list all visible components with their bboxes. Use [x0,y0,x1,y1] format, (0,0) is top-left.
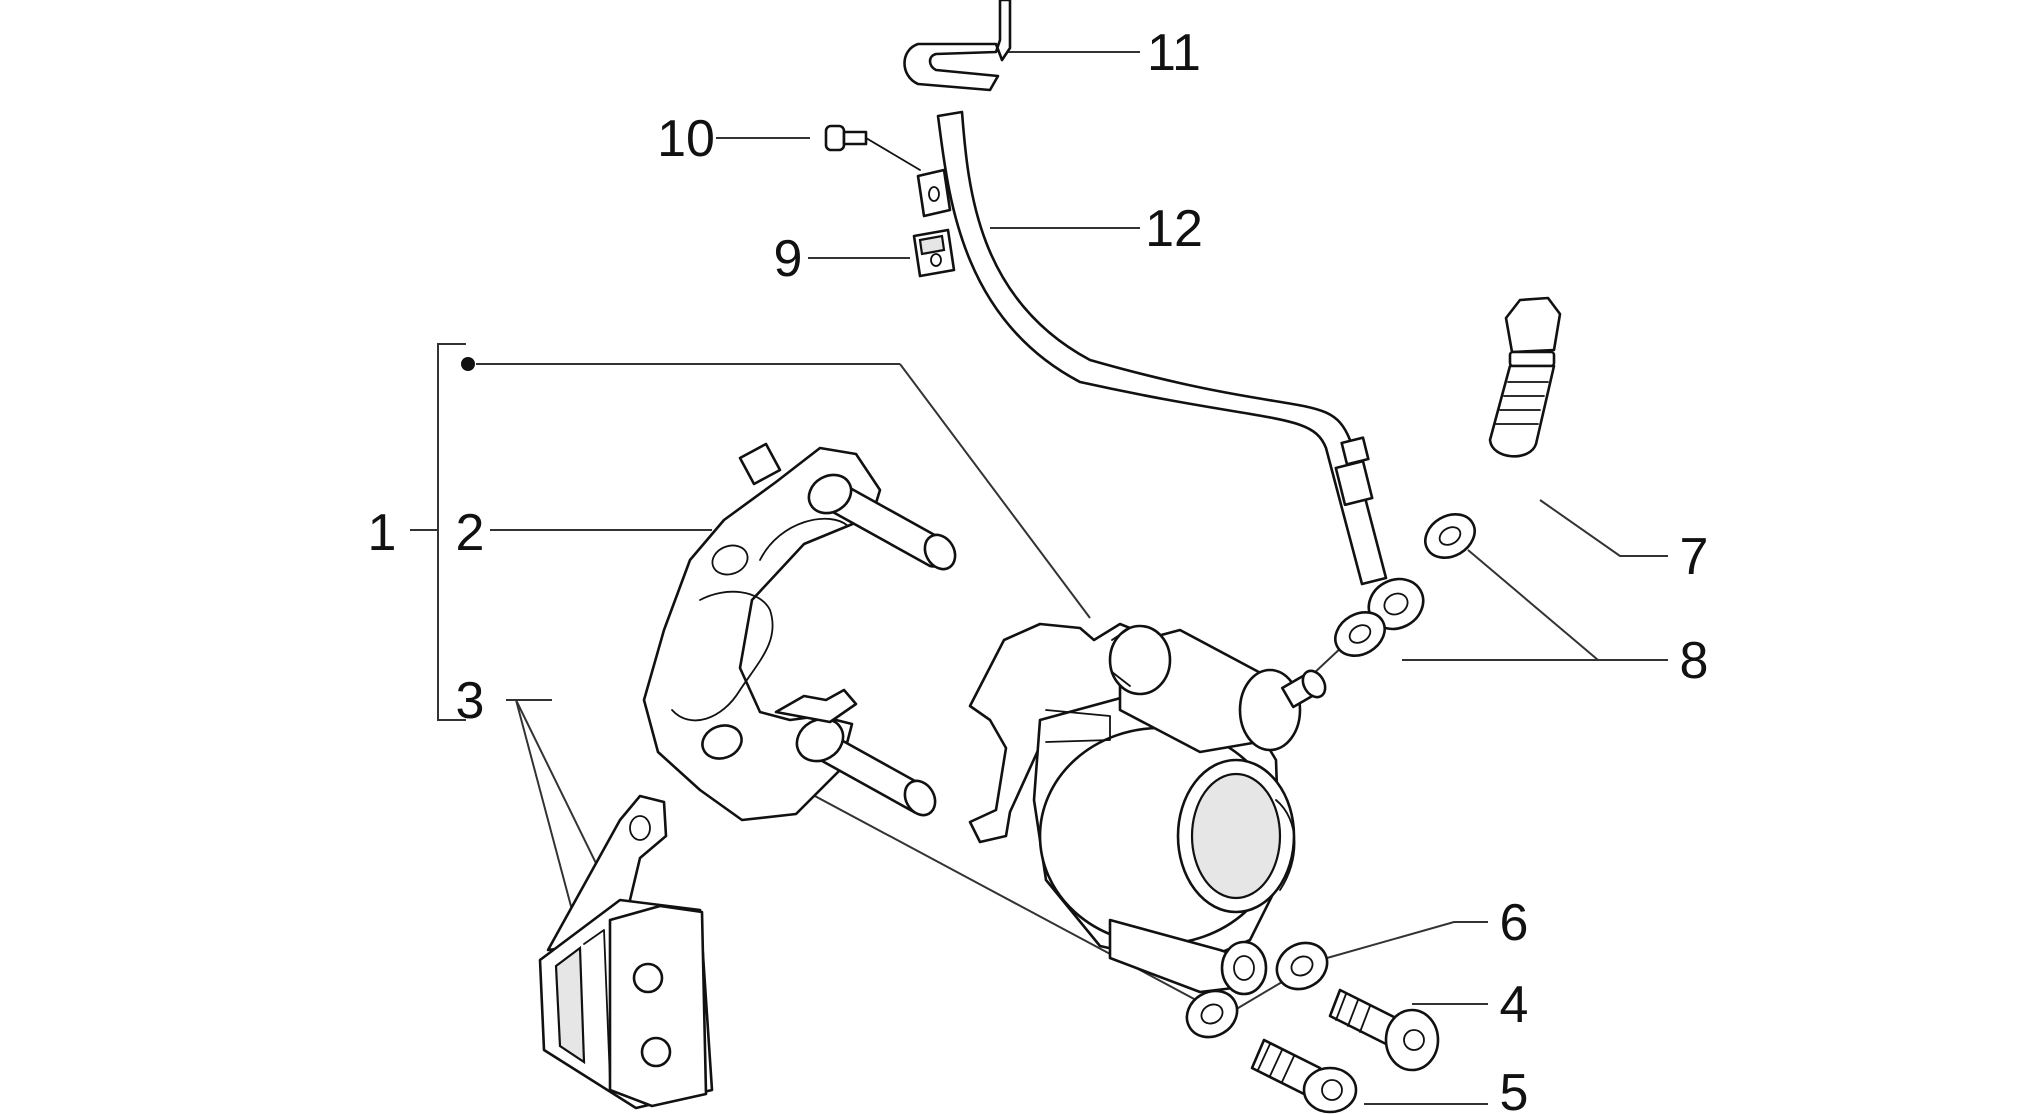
hose-clip-part-11 [903,0,1012,92]
callout-3: 3 [456,672,485,730]
callout-8: 8 [1680,632,1709,690]
callout-2: 2 [456,504,485,562]
bolt-part-5 [1250,1038,1358,1114]
callout-4: 4 [1500,976,1529,1034]
callout-11: 11 [1147,24,1201,82]
callout-5: 5 [1500,1064,1529,1114]
screw-part-10 [824,124,921,171]
washers-part-6 [1185,941,1329,1039]
callout-7: 7 [1680,528,1709,586]
caliper-bracket-part-2 [642,442,957,822]
callout-1: 1 [368,504,397,562]
bolt-part-4 [1328,988,1440,1072]
brake-hose-part-12 [936,110,1425,631]
callout-12: 12 [1145,200,1203,258]
callout-10: 10 [657,110,715,168]
callout-9: 9 [774,230,803,288]
washers-part-8 [1334,513,1476,657]
brake-pads-part-3 [538,794,714,1110]
bracket-plate-part-9 [912,168,956,278]
caliper-body [968,622,1327,996]
callout-labels: 1 2 3 4 5 6 7 8 9 10 11 12 [368,24,1709,1114]
callout-6: 6 [1500,894,1529,952]
assembly-dot [461,357,475,371]
banjo-bolt-part-7 [1488,296,1562,458]
